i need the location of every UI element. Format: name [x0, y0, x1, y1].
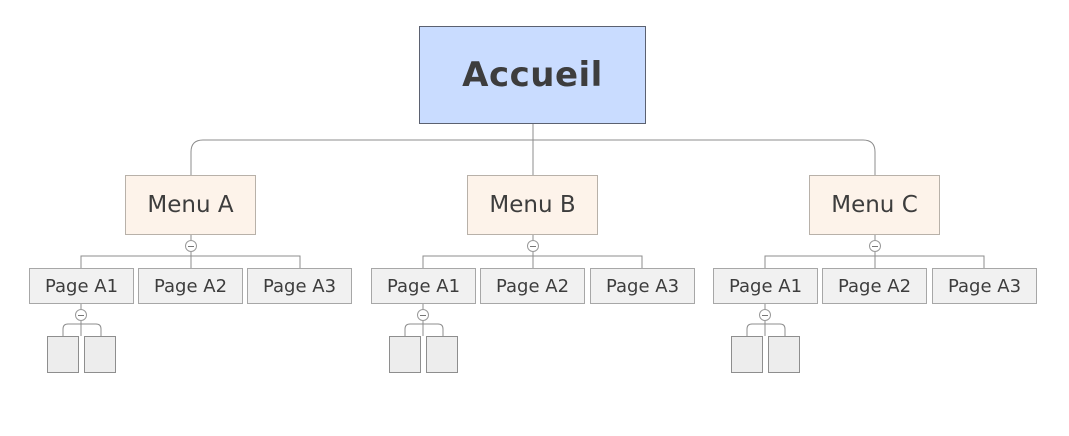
collapse-toggle-icon[interactable] — [869, 240, 881, 252]
collapse-toggle-icon[interactable] — [75, 309, 87, 321]
page-node[interactable]: Page A3 — [932, 268, 1037, 304]
page-node[interactable]: Page A3 — [247, 268, 352, 304]
page-node[interactable]: Page A2 — [822, 268, 927, 304]
page-node[interactable]: Page A2 — [480, 268, 585, 304]
page-node[interactable]: Page A1 — [29, 268, 134, 304]
menu-node-c[interactable]: Menu C — [809, 175, 940, 235]
page-node[interactable]: Page A2 — [138, 268, 243, 304]
leaf-node[interactable] — [47, 336, 79, 373]
page-node[interactable]: Page A1 — [713, 268, 818, 304]
menu-node-b[interactable]: Menu B — [467, 175, 598, 235]
collapse-toggle-icon[interactable] — [759, 309, 771, 321]
page-node[interactable]: Page A1 — [371, 268, 476, 304]
leaf-node[interactable] — [768, 336, 800, 373]
leaf-node[interactable] — [84, 336, 116, 373]
leaf-node[interactable] — [731, 336, 763, 373]
leaf-node[interactable] — [389, 336, 421, 373]
collapse-toggle-icon[interactable] — [185, 240, 197, 252]
root-node-accueil[interactable]: Accueil — [419, 26, 646, 124]
menu-node-a[interactable]: Menu A — [125, 175, 256, 235]
leaf-node[interactable] — [426, 336, 458, 373]
collapse-toggle-icon[interactable] — [527, 240, 539, 252]
collapse-toggle-icon[interactable] — [417, 309, 429, 321]
page-node[interactable]: Page A3 — [590, 268, 695, 304]
